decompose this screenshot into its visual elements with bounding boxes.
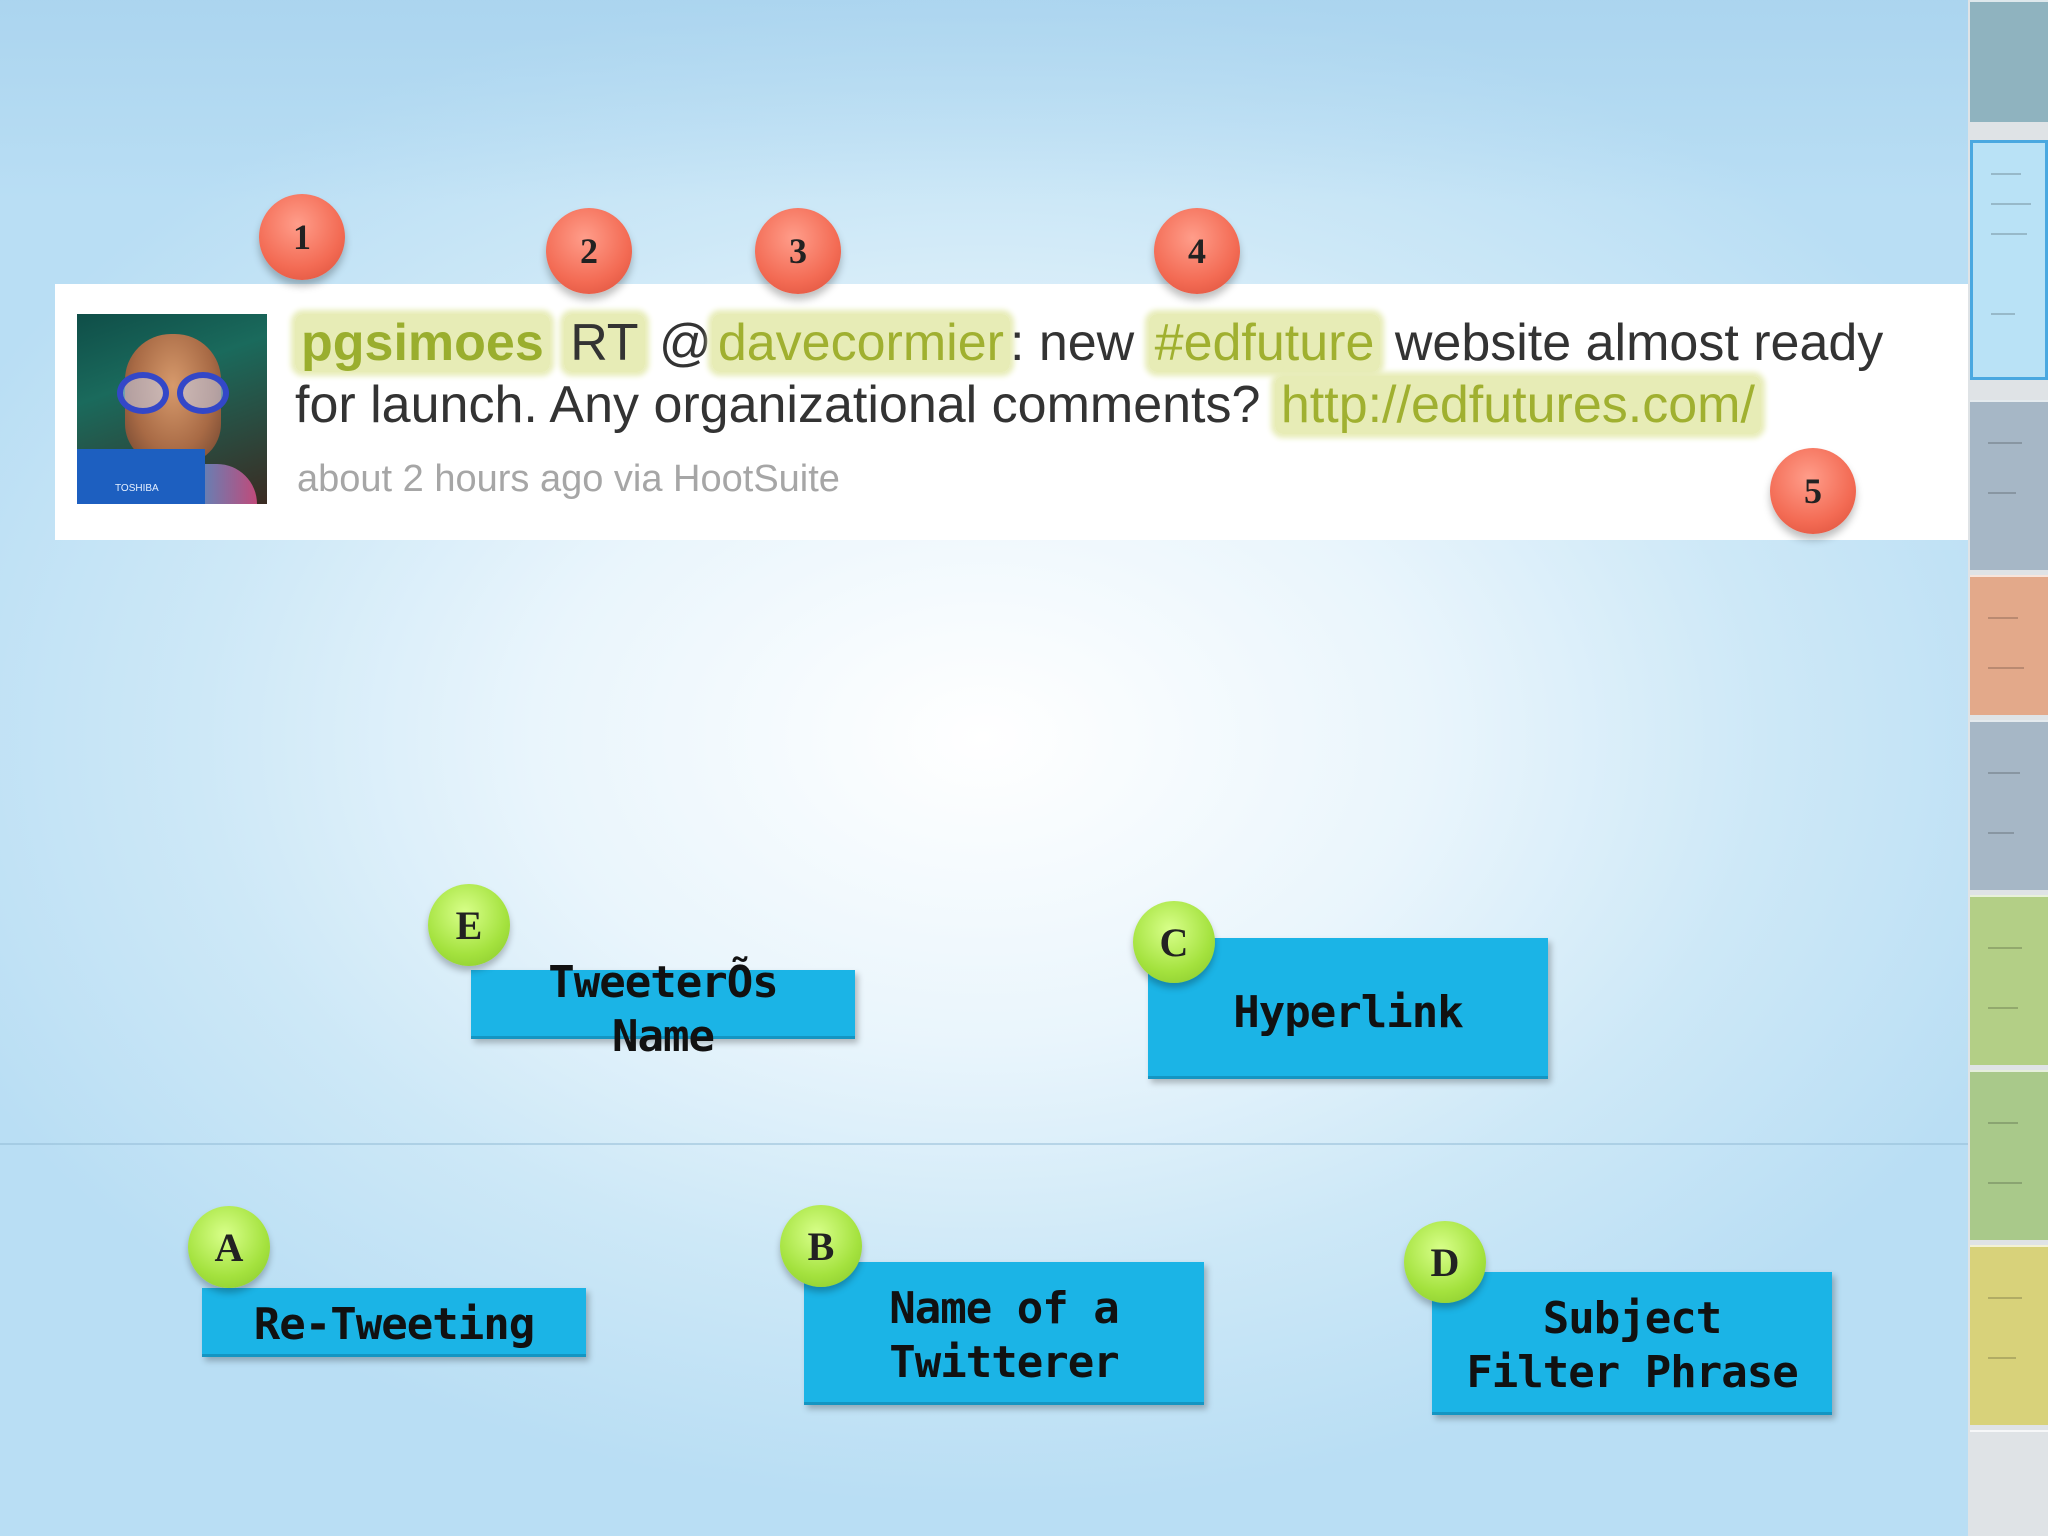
answer-label-c: Hyperlink [1233, 987, 1463, 1038]
slide-thumbnail[interactable] [1970, 1245, 2048, 1425]
slide-thumbnail[interactable] [1970, 1430, 2048, 1536]
avatar-goggle-right [177, 372, 229, 414]
tweet-text-segment: website almost ready [1380, 314, 1884, 372]
tweet-hashtag[interactable]: #edfuture [1148, 314, 1381, 372]
answer-box-c[interactable] [1148, 938, 1548, 1079]
divider-line [0, 1143, 1968, 1145]
slide-thumbnail[interactable] [1970, 895, 2048, 1065]
slide-thumbnail[interactable] [1970, 720, 2048, 890]
number-badge-2: 2 [546, 208, 632, 294]
answer-badge-d: D [1404, 1221, 1486, 1303]
tweet-link[interactable]: http://edfutures.com/ [1274, 376, 1761, 434]
background-wash [0, 0, 1968, 200]
tweet-text-segment: for launch. Any organizational comments? [295, 376, 1275, 434]
answer-box-d[interactable] [1432, 1272, 1832, 1415]
answer-label-b: Name of a Twitterer [889, 1283, 1119, 1388]
slide-thumbnail[interactable] [1970, 400, 2048, 570]
slide-thumbnail[interactable] [1970, 575, 2048, 715]
at-symbol: @ [659, 314, 712, 372]
number-badge-4: 4 [1154, 208, 1240, 294]
slide-thumbnail[interactable] [1970, 1070, 2048, 1240]
answer-box-a[interactable] [202, 1288, 586, 1357]
tweet-meta: about 2 hours ago via HootSuite [297, 458, 840, 500]
tweet-line-1: pgsimoes RT @davecormier: new #edfuture … [295, 312, 1955, 374]
answer-label-a: Re-Tweeting [253, 1299, 535, 1350]
number-badge-3: 3 [755, 208, 841, 294]
tweet-text-segment: : new [1009, 314, 1149, 372]
answer-badge-b: B [780, 1205, 862, 1287]
avatar-goggle-left [117, 372, 169, 414]
tweet-username[interactable]: pgsimoes [295, 314, 550, 372]
avatar-laptop: TOSHIBA [77, 449, 205, 504]
tweet-line-2: for launch. Any organizational comments?… [295, 374, 1955, 436]
laptop-label: TOSHIBA [115, 483, 159, 494]
tweet-card: TOSHIBA pgsimoes RT @davecormier: new #e… [55, 284, 1968, 540]
retweet-marker: RT [564, 314, 645, 372]
user-avatar[interactable]: TOSHIBA [77, 314, 267, 504]
number-badge-1: 1 [259, 194, 345, 280]
tweet-text: pgsimoes RT @davecormier: new #edfuture … [295, 312, 1955, 436]
answer-label-e: TweeterÕs Name [548, 957, 778, 1062]
answer-label-d: Subject Filter Phrase [1466, 1293, 1798, 1398]
answer-box-e[interactable] [471, 970, 855, 1039]
answer-box-b[interactable] [804, 1262, 1204, 1405]
answer-badge-a: A [188, 1206, 270, 1288]
slide-thumbnail-current[interactable] [1970, 140, 2048, 380]
number-badge-5: 5 [1770, 448, 1856, 534]
tweet-mention[interactable]: davecormier [711, 314, 1010, 372]
answer-badge-c: C [1133, 901, 1215, 983]
slide-thumbnail[interactable] [1970, 0, 2048, 122]
slide-thumbnail-strip [1968, 0, 2048, 1536]
answer-badge-e: E [428, 884, 510, 966]
